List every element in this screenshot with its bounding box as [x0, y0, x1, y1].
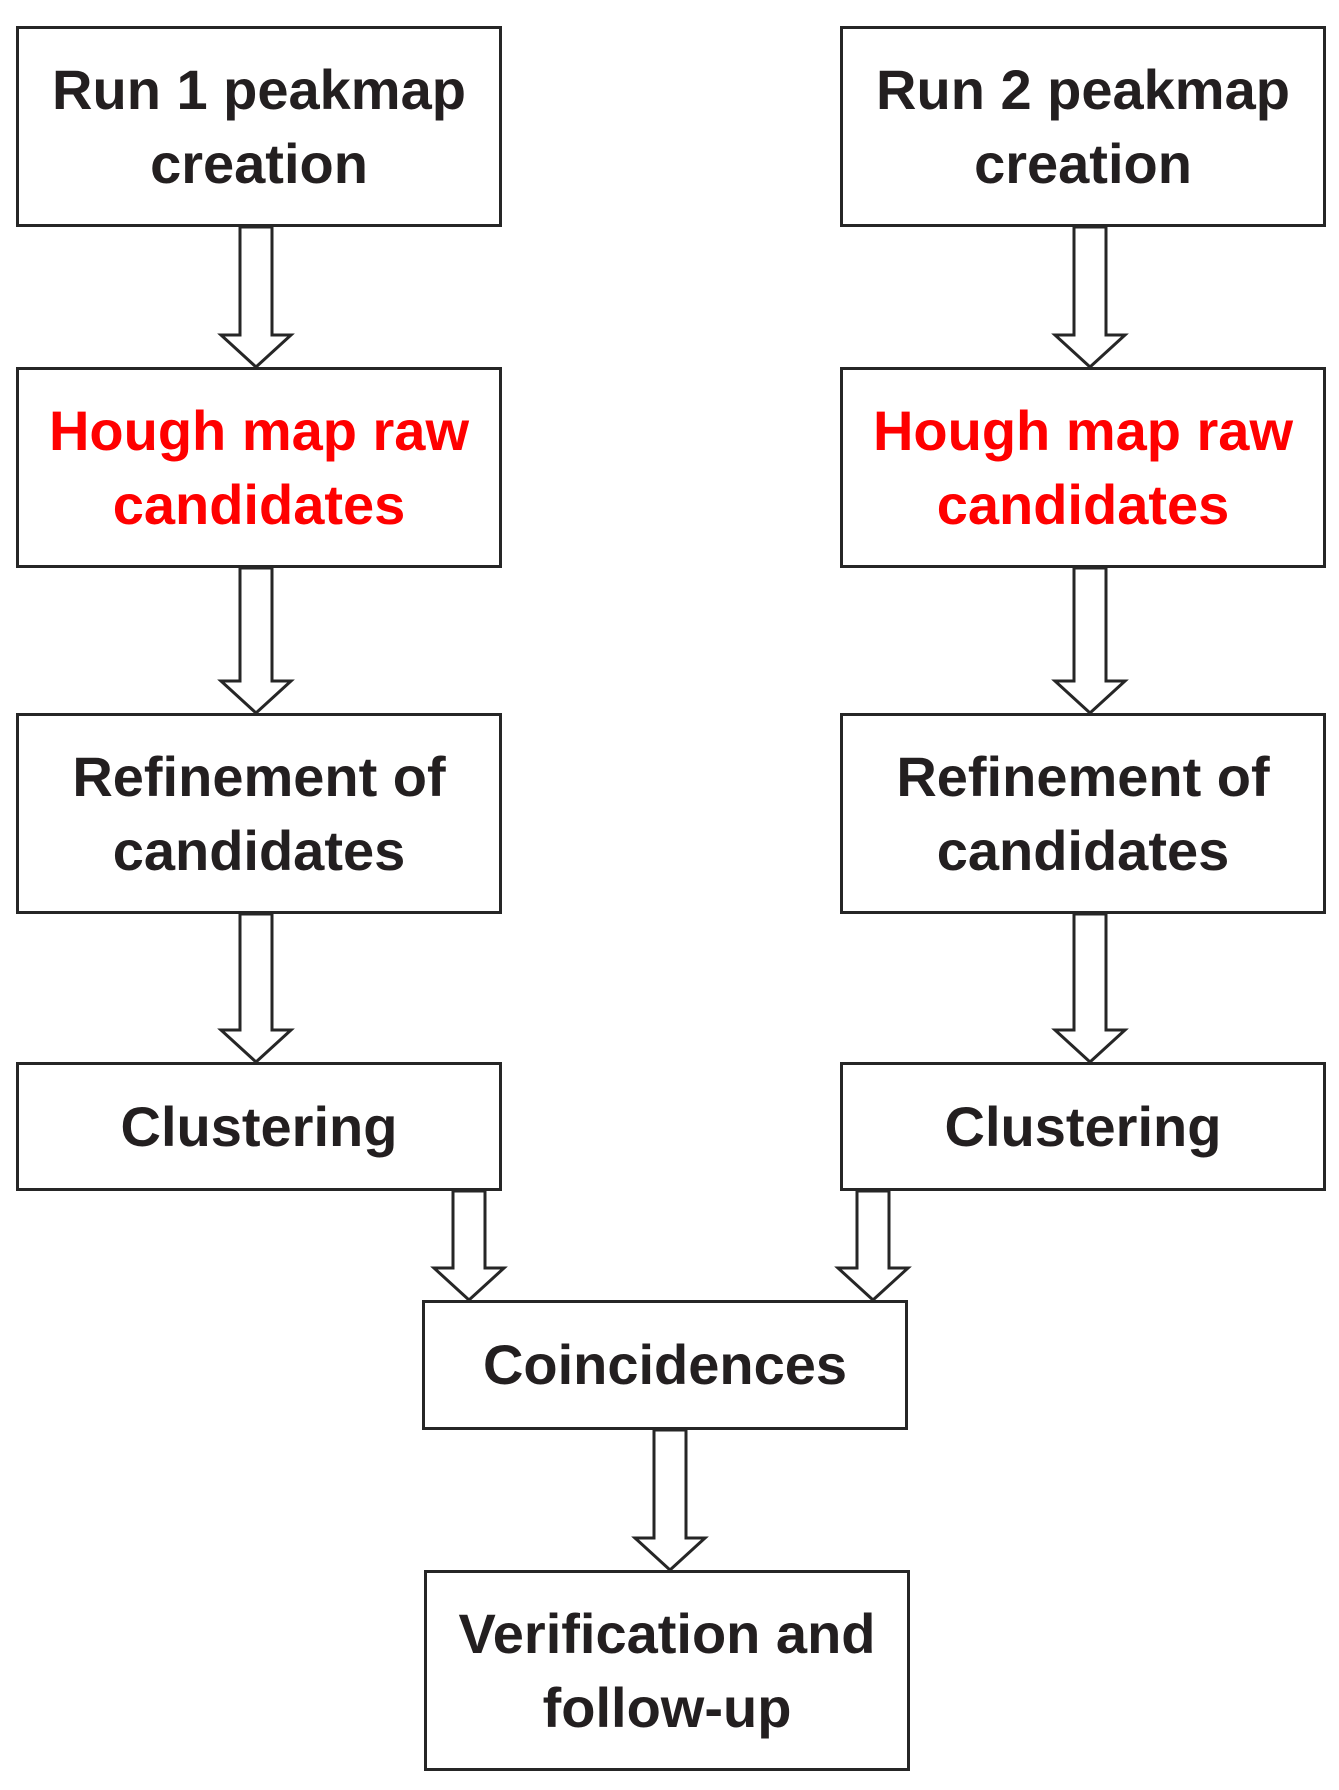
- arrow-run1-clustering-to-coincidences: [430, 1191, 508, 1302]
- coincidences-label: Coincidences: [482, 1333, 848, 1396]
- run1-peakmap-label: Run 1 peakmap creation: [52, 57, 466, 195]
- run2-clustering-box: Clustering: [840, 1062, 1326, 1191]
- arrow-run1-hough-to-refinement: [217, 568, 295, 715]
- run1-clustering-box: Clustering: [16, 1062, 502, 1191]
- run1-clustering-label: Clustering: [120, 1094, 398, 1158]
- verification-box: Verification and follow-up: [424, 1570, 910, 1771]
- run2-clustering-label: Clustering: [944, 1094, 1222, 1158]
- run2-hough-label: Hough map raw candidates: [872, 398, 1294, 536]
- arrow-run2-refinement-to-clustering: [1051, 914, 1129, 1064]
- run1-refinement-label: Refinement of candidates: [72, 744, 446, 882]
- run1-hough-box: Hough map raw candidates: [16, 367, 502, 568]
- arrow-coincidences-to-verification: [631, 1430, 709, 1572]
- run1-hough-label: Hough map raw candidates: [48, 398, 470, 536]
- arrow-run1-peakmap-to-hough: [217, 227, 295, 369]
- run2-peakmap-label: Run 2 peakmap creation: [876, 57, 1290, 195]
- run1-peakmap-box: Run 1 peakmap creation: [16, 26, 502, 227]
- run2-hough-box: Hough map raw candidates: [840, 367, 1326, 568]
- arrow-run2-peakmap-to-hough: [1051, 227, 1129, 369]
- run2-refinement-box: Refinement of candidates: [840, 713, 1326, 914]
- run2-peakmap-box: Run 2 peakmap creation: [840, 26, 1326, 227]
- arrow-run2-clustering-to-coincidences: [834, 1191, 912, 1302]
- run1-refinement-box: Refinement of candidates: [16, 713, 502, 914]
- arrow-run1-refinement-to-clustering: [217, 914, 295, 1064]
- arrow-run2-hough-to-refinement: [1051, 568, 1129, 715]
- coincidences-box: Coincidences: [422, 1300, 908, 1430]
- run2-refinement-label: Refinement of candidates: [896, 744, 1270, 882]
- verification-label: Verification and follow-up: [458, 1601, 876, 1739]
